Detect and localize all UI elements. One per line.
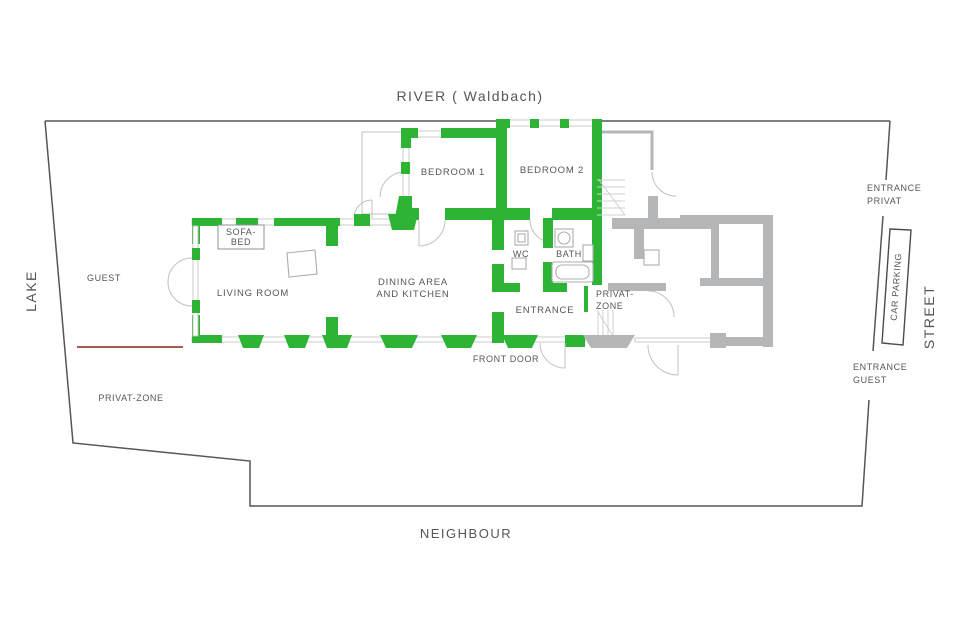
living-west-wall [167, 225, 200, 337]
privat-zone-left-label: PRIVAT-ZONE [98, 393, 163, 403]
entrance-label: ENTRANCE [516, 305, 575, 316]
privat-zone-label-1: PRIVAT- [596, 289, 634, 299]
entrance-guest-label-2: GUEST [853, 375, 887, 385]
living-room-table [286, 249, 318, 278]
car-parking-label: CAR PARKING [889, 253, 904, 321]
sofa-bed-box: SOFA- BED [217, 224, 265, 250]
lower-stairs [597, 310, 614, 338]
privat-zone-label-2: ZONE [596, 301, 623, 311]
bath-label: BATH [556, 249, 582, 259]
lake-label: LAKE [23, 270, 39, 312]
property-boundary [44, 120, 891, 507]
neighbour-label: NEIGHBOUR [420, 526, 512, 541]
living-dining-divider [326, 218, 338, 343]
bedroom1-walls [395, 128, 504, 218]
entrance-privat-label-2: PRIVAT [867, 196, 902, 206]
entrance-privat-label-1: ENTRANCE [867, 183, 921, 193]
guest-area-label: GUEST [87, 273, 121, 283]
bedroom2-label: BEDROOM 2 [520, 165, 584, 176]
front-door-arc [539, 342, 566, 369]
bedroom2-walls [496, 119, 602, 285]
bathroom-fixtures [286, 228, 594, 283]
private-house [583, 130, 773, 376]
entrance-guest-label-1: ENTRANCE [853, 362, 907, 372]
dining-label-1: DINING AREA [378, 277, 448, 288]
upper-stairs [597, 179, 626, 216]
sofa-bed-label-2: BED [231, 237, 251, 247]
wc-label: WC [513, 249, 529, 259]
river-label: RIVER ( Waldbach) [396, 88, 543, 104]
wc-bath-entrance-walls [492, 218, 588, 343]
dining-label-2: AND KITCHEN [376, 289, 449, 300]
front-door-label: FRONT DOOR [473, 354, 539, 364]
main-bottom-wall [191, 315, 586, 369]
sofa-bed-label-1: SOFA- [226, 227, 256, 237]
street-label: STREET [921, 285, 937, 349]
car-parking: CAR PARKING [881, 228, 912, 346]
living-room-label: LIVING ROOM [217, 288, 289, 299]
bedroom1-label: BEDROOM 1 [421, 167, 485, 178]
